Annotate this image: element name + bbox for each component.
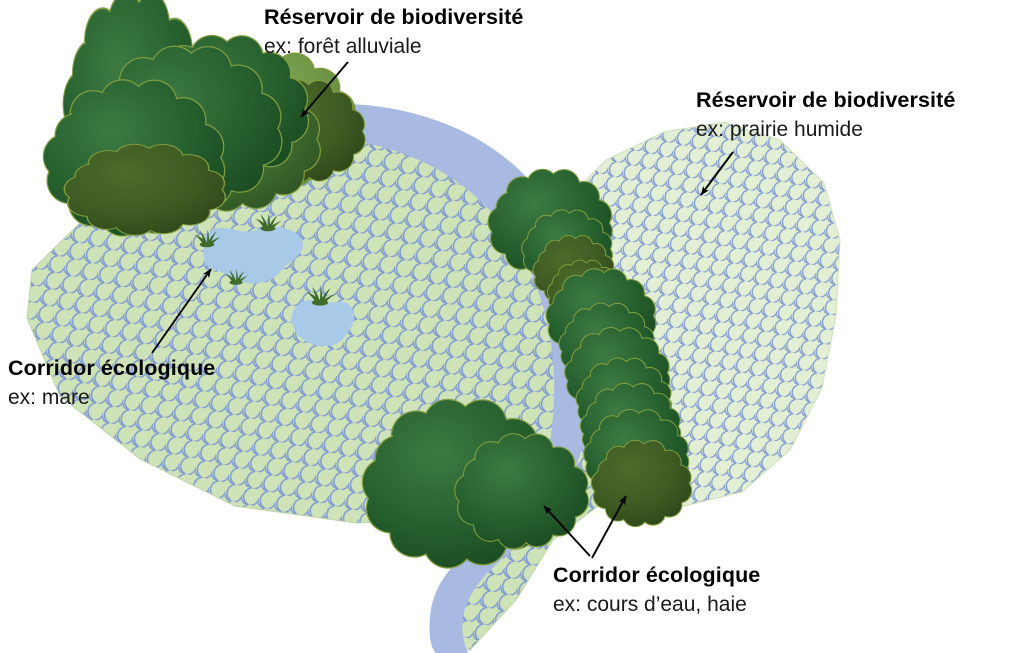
label-foret-alluviale: Réservoir de biodiversité ex: forêt allu… bbox=[264, 5, 523, 58]
riverside-trees bbox=[362, 399, 588, 568]
label-mare: Corridor écologique ex: mare bbox=[8, 356, 215, 409]
label-title: Réservoir de biodiversité bbox=[264, 5, 523, 29]
forest-foret-alluviale bbox=[43, 0, 365, 236]
label-subtitle: ex: prairie humide bbox=[696, 118, 863, 141]
arrow-mare bbox=[151, 268, 212, 354]
pond-layer bbox=[194, 213, 354, 346]
pond-small bbox=[291, 299, 354, 346]
label-title: Corridor écologique bbox=[553, 563, 760, 587]
arrow-haie bbox=[591, 495, 627, 559]
label-subtitle: ex: forêt alluviale bbox=[264, 35, 422, 58]
arrow-prairie-humide bbox=[700, 151, 734, 196]
pond-large bbox=[203, 226, 303, 284]
label-subtitle: ex: cours d’eau, haie bbox=[553, 593, 747, 616]
arrow-cours-eau bbox=[543, 505, 591, 557]
label-cours-eau-haie: Corridor écologique ex: cours d’eau, hai… bbox=[553, 563, 760, 616]
label-title: Réservoir de biodiversité bbox=[696, 88, 955, 112]
label-subtitle: ex: mare bbox=[8, 386, 90, 409]
annotation-arrows bbox=[151, 61, 734, 559]
arrow-foret-alluviale bbox=[300, 61, 349, 118]
label-prairie-humide: Réservoir de biodiversité ex: prairie hu… bbox=[696, 88, 955, 141]
label-title: Corridor écologique bbox=[8, 356, 215, 380]
